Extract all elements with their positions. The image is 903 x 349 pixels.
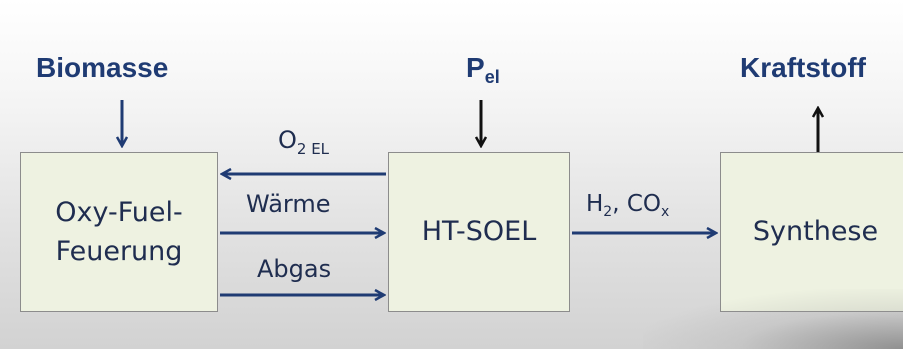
ht-soel-label: HT-SOEL <box>421 216 537 248</box>
pel-main: P <box>466 52 485 83</box>
ht-soel-box: HT-SOEL <box>388 152 570 312</box>
h2-main: H <box>586 191 604 217</box>
waerme-label: Wärme <box>246 190 331 218</box>
synthese-label: Synthese <box>752 216 879 248</box>
kraftstoff-label: Kraftstoff <box>740 52 866 83</box>
o2-main: O <box>278 126 297 154</box>
h2-cox-label: H2, COx <box>586 191 669 220</box>
o2-subscript: 2 EL <box>296 140 330 158</box>
h2-subscript: 2 <box>603 204 613 220</box>
oxy-fuel-line2: Feuerung <box>55 236 183 267</box>
abgas-label: Abgas <box>257 255 332 283</box>
synthese-box: Synthese <box>720 152 903 312</box>
o2-el-label: O2 EL <box>278 126 329 158</box>
pel-subscript: el <box>484 67 500 87</box>
pel-label: Pel <box>466 52 500 88</box>
oxy-fuel-line1: Oxy-Fuel- <box>55 196 183 228</box>
co-subscript: x <box>661 204 670 220</box>
oxy-fuel-box: Oxy-Fuel- Feuerung <box>20 152 218 312</box>
biomasse-label: Biomasse <box>36 52 169 83</box>
co-main: , CO <box>612 191 662 217</box>
